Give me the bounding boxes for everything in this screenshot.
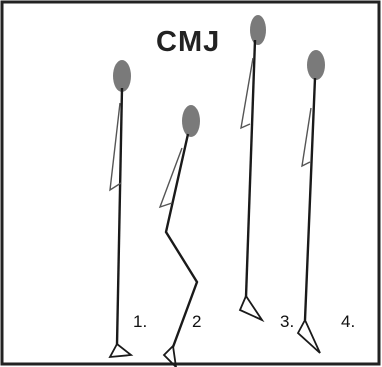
figure-1-head <box>113 60 131 92</box>
phase-label-3: 3. <box>280 312 294 332</box>
figure-4-arm <box>302 108 311 166</box>
figure-4-landing <box>298 50 325 353</box>
phase-label-4: 4. <box>341 312 355 332</box>
figure-3-takeoff <box>240 15 266 320</box>
figure-3-trunk <box>246 40 255 297</box>
figure-3-head <box>250 15 266 45</box>
figure-4-foot <box>298 320 320 353</box>
figure-3-foot <box>240 296 262 320</box>
diagram-title: CMJ <box>156 26 220 59</box>
figure-2-head <box>182 105 200 137</box>
figure-4-head <box>307 50 325 80</box>
phase-label-1: 1. <box>133 312 147 332</box>
figure-1-standing <box>110 60 131 357</box>
figure-1-foot <box>110 344 131 357</box>
phase-label-2: 2 <box>192 312 201 332</box>
